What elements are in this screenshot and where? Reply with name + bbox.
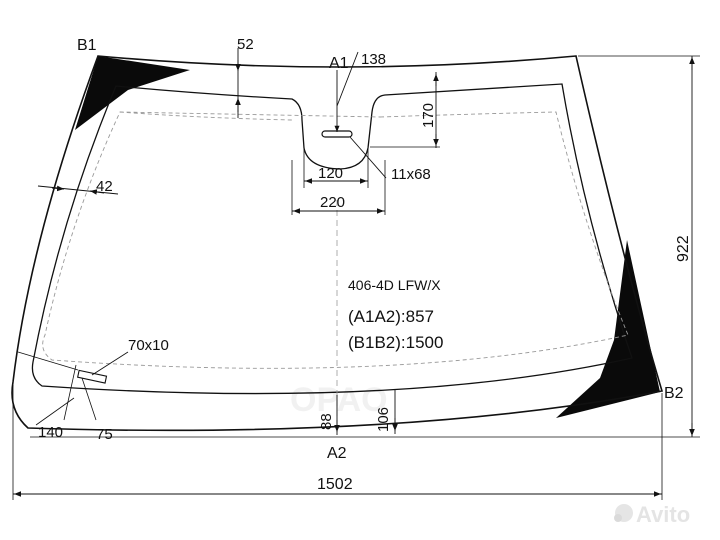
glass-outline bbox=[11, 55, 664, 432]
dim-bottom-band-left-label: 88 bbox=[318, 413, 335, 430]
dim-top-band-label: 52 bbox=[237, 36, 254, 53]
watermark-ghost: OPAO bbox=[290, 381, 388, 419]
dim-height-label: 922 bbox=[675, 235, 692, 262]
bottom-right-black-band bbox=[556, 240, 660, 418]
dim-notch-depth: 170 bbox=[370, 72, 440, 148]
dim-a1-width-label: 138 bbox=[361, 51, 386, 68]
point-b1-label: B1 bbox=[77, 37, 97, 54]
note-a1a2: (A1A2):857 bbox=[348, 307, 434, 326]
point-b: B1 B2 bbox=[77, 37, 684, 402]
dim-vin-label: 70x10 bbox=[128, 337, 169, 354]
dim-vin: 70x10 bbox=[91, 337, 169, 376]
watermark: Avito OPAO bbox=[290, 381, 690, 527]
point-a1: A1 138 bbox=[329, 51, 386, 132]
dim-bottom-band: 88 106 bbox=[318, 390, 398, 435]
avito-logo-dot-icon bbox=[614, 514, 622, 522]
dim-sensor-label: 11x68 bbox=[391, 166, 431, 183]
dim-notch-widths: 120 220 bbox=[291, 148, 386, 215]
point-b2-label: B2 bbox=[664, 385, 684, 402]
dim-width-label: 1502 bbox=[317, 476, 353, 493]
dim-top-band: 52 bbox=[235, 36, 254, 118]
part-code: 406-4D LFW/X bbox=[348, 277, 441, 293]
dim-height: 922 bbox=[30, 55, 700, 438]
dim-notch-inner-label: 120 bbox=[318, 165, 343, 182]
watermark-site: Avito bbox=[636, 502, 690, 527]
top-left-black-band bbox=[75, 56, 190, 130]
inner-band-outline bbox=[31, 83, 633, 395]
dim-side-band-label: 42 bbox=[96, 178, 113, 195]
dim-notch-outer-label: 220 bbox=[320, 194, 345, 211]
point-a2-label: A2 bbox=[327, 445, 347, 462]
point-a1-label: A1 bbox=[329, 55, 349, 72]
dim-vin-gap-label: 75 bbox=[96, 426, 113, 443]
note-b1b2: (B1B2):1500 bbox=[348, 333, 443, 352]
dim-vin-offset-label: 140 bbox=[38, 424, 63, 441]
dim-width: 1502 bbox=[12, 385, 663, 500]
ceramic-bands bbox=[75, 56, 660, 418]
visible-area-dashed bbox=[42, 111, 629, 369]
dim-sensor: 11x68 bbox=[349, 136, 431, 183]
vin-window bbox=[77, 369, 108, 384]
dim-side-band: 42 bbox=[37, 178, 119, 195]
dim-bottom-band-right-label: 106 bbox=[375, 407, 392, 432]
dim-notch-depth-label: 170 bbox=[420, 103, 437, 128]
central-notes: 406-4D LFW/X (A1A2):857 (B1B2):1500 bbox=[348, 277, 443, 352]
point-a2: A2 bbox=[327, 445, 347, 462]
